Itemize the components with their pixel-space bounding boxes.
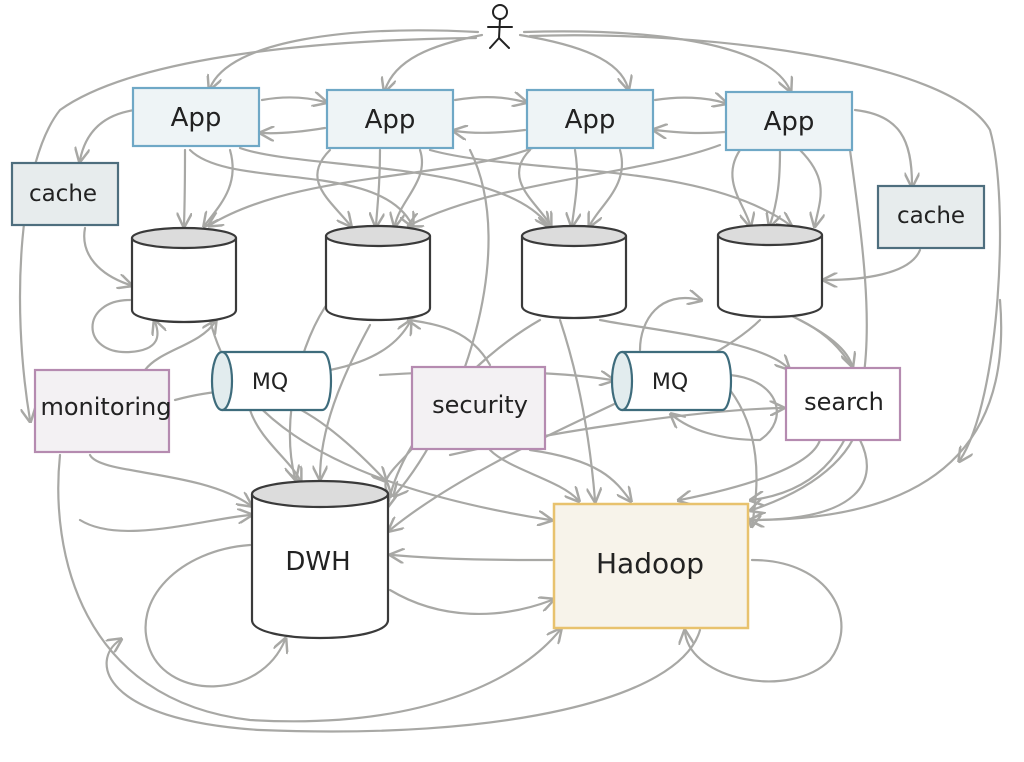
database-cylinder-4	[716, 223, 824, 319]
cache-label: cache	[897, 203, 965, 229]
mq-label: MQ	[652, 370, 688, 395]
data-warehouse-cylinder: DWH	[250, 479, 390, 640]
cache-label: cache	[29, 181, 97, 207]
database-cylinder-2	[324, 224, 432, 322]
app-label: App	[171, 103, 222, 133]
monitoring-label: monitoring	[40, 393, 171, 421]
app-label: App	[565, 105, 616, 135]
cache-node-left: cache	[10, 161, 120, 227]
database-cylinder-3	[520, 224, 628, 320]
app-node-4: App	[724, 90, 854, 152]
user-stick-figure-icon	[487, 4, 513, 49]
monitoring-node: monitoring	[33, 368, 172, 454]
app-label: App	[365, 105, 416, 135]
app-node-3: App	[525, 88, 655, 150]
security-label: security	[432, 391, 528, 419]
mq-label: MQ	[252, 370, 288, 395]
hadoop-label: Hadoop	[596, 547, 704, 580]
database-cylinder-1	[130, 226, 238, 324]
search-node: search	[784, 366, 902, 442]
connector-lines	[18, 29, 1003, 733]
search-label: search	[804, 388, 884, 416]
message-queue-2: MQ	[610, 350, 733, 412]
hadoop-node: Hadoop	[552, 502, 750, 630]
app-label: App	[764, 107, 815, 137]
cache-node-right: cache	[876, 184, 986, 250]
app-node-2: App	[325, 88, 455, 150]
security-node: security	[410, 365, 547, 451]
dwh-label: DWH	[285, 547, 350, 577]
message-queue-1: MQ	[210, 350, 333, 412]
app-node-1: App	[131, 86, 261, 148]
